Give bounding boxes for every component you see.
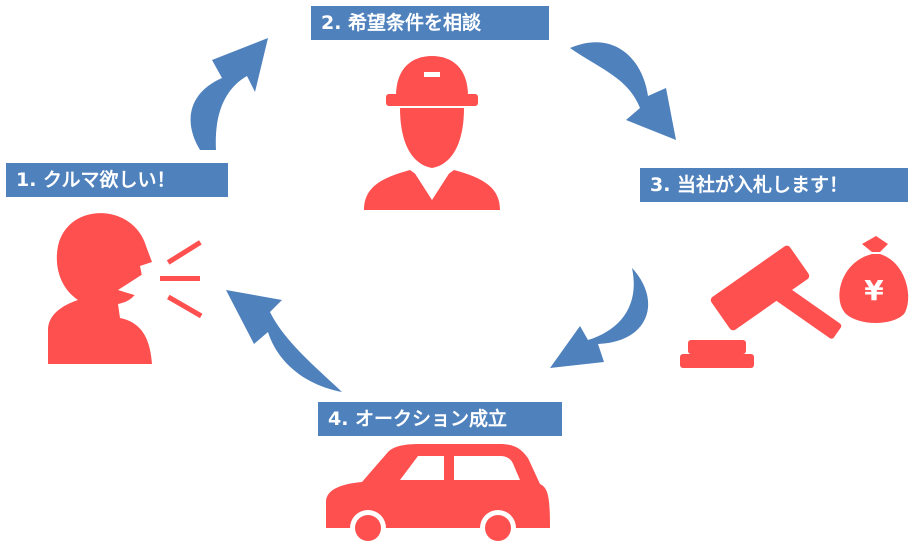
arrow-1-to-2	[190, 38, 268, 150]
step-3-label: 3. 当社が入札します！	[640, 168, 908, 202]
step-1-label: 1. クルマ欲しい！	[6, 163, 228, 197]
staff-person-icon	[364, 56, 500, 210]
step-4-label: 4. オークション成立	[318, 402, 562, 436]
step-2-label: 2. 希望条件を相談	[311, 6, 549, 40]
car-icon	[326, 444, 550, 546]
arrow-2-to-3	[570, 42, 676, 140]
yen-symbol: ¥	[864, 274, 884, 307]
arrow-4-to-1	[226, 290, 342, 392]
person-shouting-icon	[48, 213, 203, 364]
gavel-money-bag-icon: ¥	[680, 236, 909, 368]
arrow-3-to-4	[550, 268, 649, 368]
